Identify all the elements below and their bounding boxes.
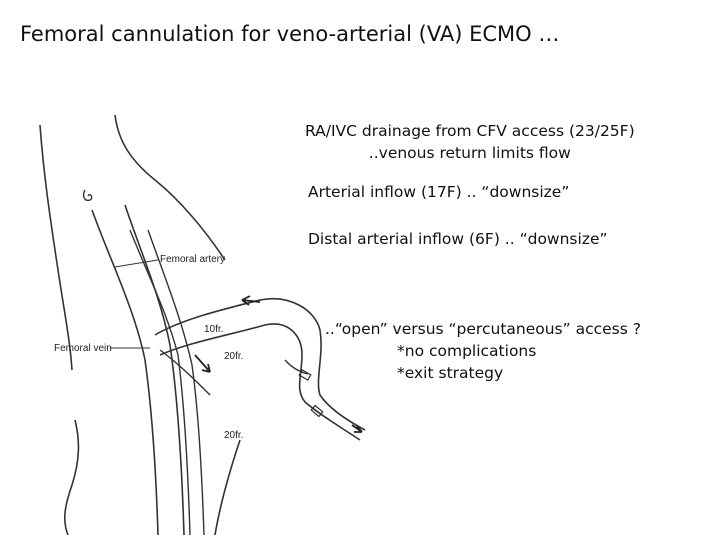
label-femoral-artery: Femoral artery — [160, 254, 225, 265]
access-line-2: *no complications — [325, 340, 641, 362]
access-line-1: ..“open” versus “percutaneous” access ? — [325, 318, 641, 340]
access-bullet: ..“open” versus “percutaneous” access ? … — [325, 318, 641, 384]
label-20fr-lower: 20fr. — [224, 430, 243, 441]
access-line-3: *exit strategy — [325, 362, 641, 384]
label-femoral-vein: Femoral vein — [54, 343, 112, 354]
slide-title: Femoral cannulation for veno-arterial (V… — [20, 22, 559, 46]
label-20fr-upper: 20fr. — [224, 351, 243, 362]
femoral-cannulation-diagram: Femoral artery Femoral vein 10fr. 20fr. … — [30, 110, 370, 535]
label-10fr: 10fr. — [204, 324, 223, 335]
